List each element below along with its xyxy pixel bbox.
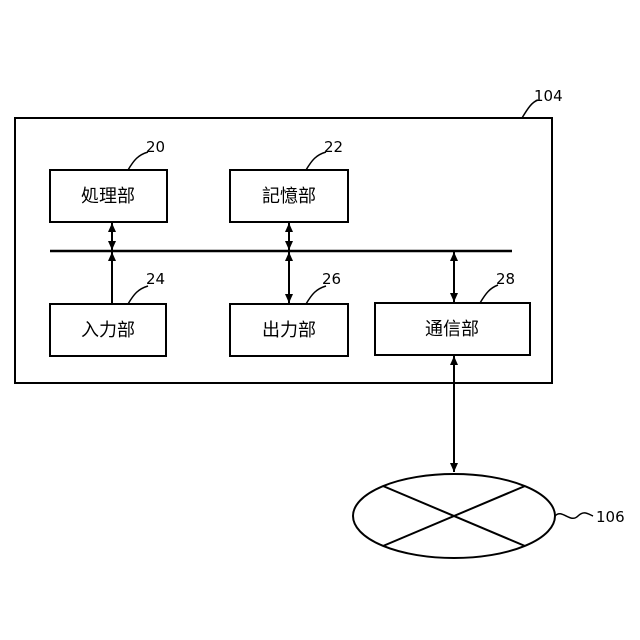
communication-label: 通信部: [425, 319, 479, 340]
device-ref: 104: [534, 87, 563, 105]
output-label: 出力部: [262, 320, 316, 341]
input-ref-leader: [128, 286, 148, 304]
network-ref-leader: [555, 513, 593, 518]
network-ref: 106: [596, 508, 625, 526]
input-ref: 24: [146, 270, 165, 288]
storage-ref: 22: [324, 138, 343, 156]
output-ref-leader: [306, 286, 326, 304]
input-label: 入力部: [81, 320, 135, 341]
processing-ref-leader: [128, 152, 148, 170]
processing-label: 処理部: [81, 186, 135, 207]
communication-ref: 28: [496, 270, 515, 288]
output-ref: 26: [322, 270, 341, 288]
storage-label: 記憶部: [262, 186, 316, 207]
storage-ref-leader: [306, 152, 326, 170]
processing-ref: 20: [146, 138, 165, 156]
